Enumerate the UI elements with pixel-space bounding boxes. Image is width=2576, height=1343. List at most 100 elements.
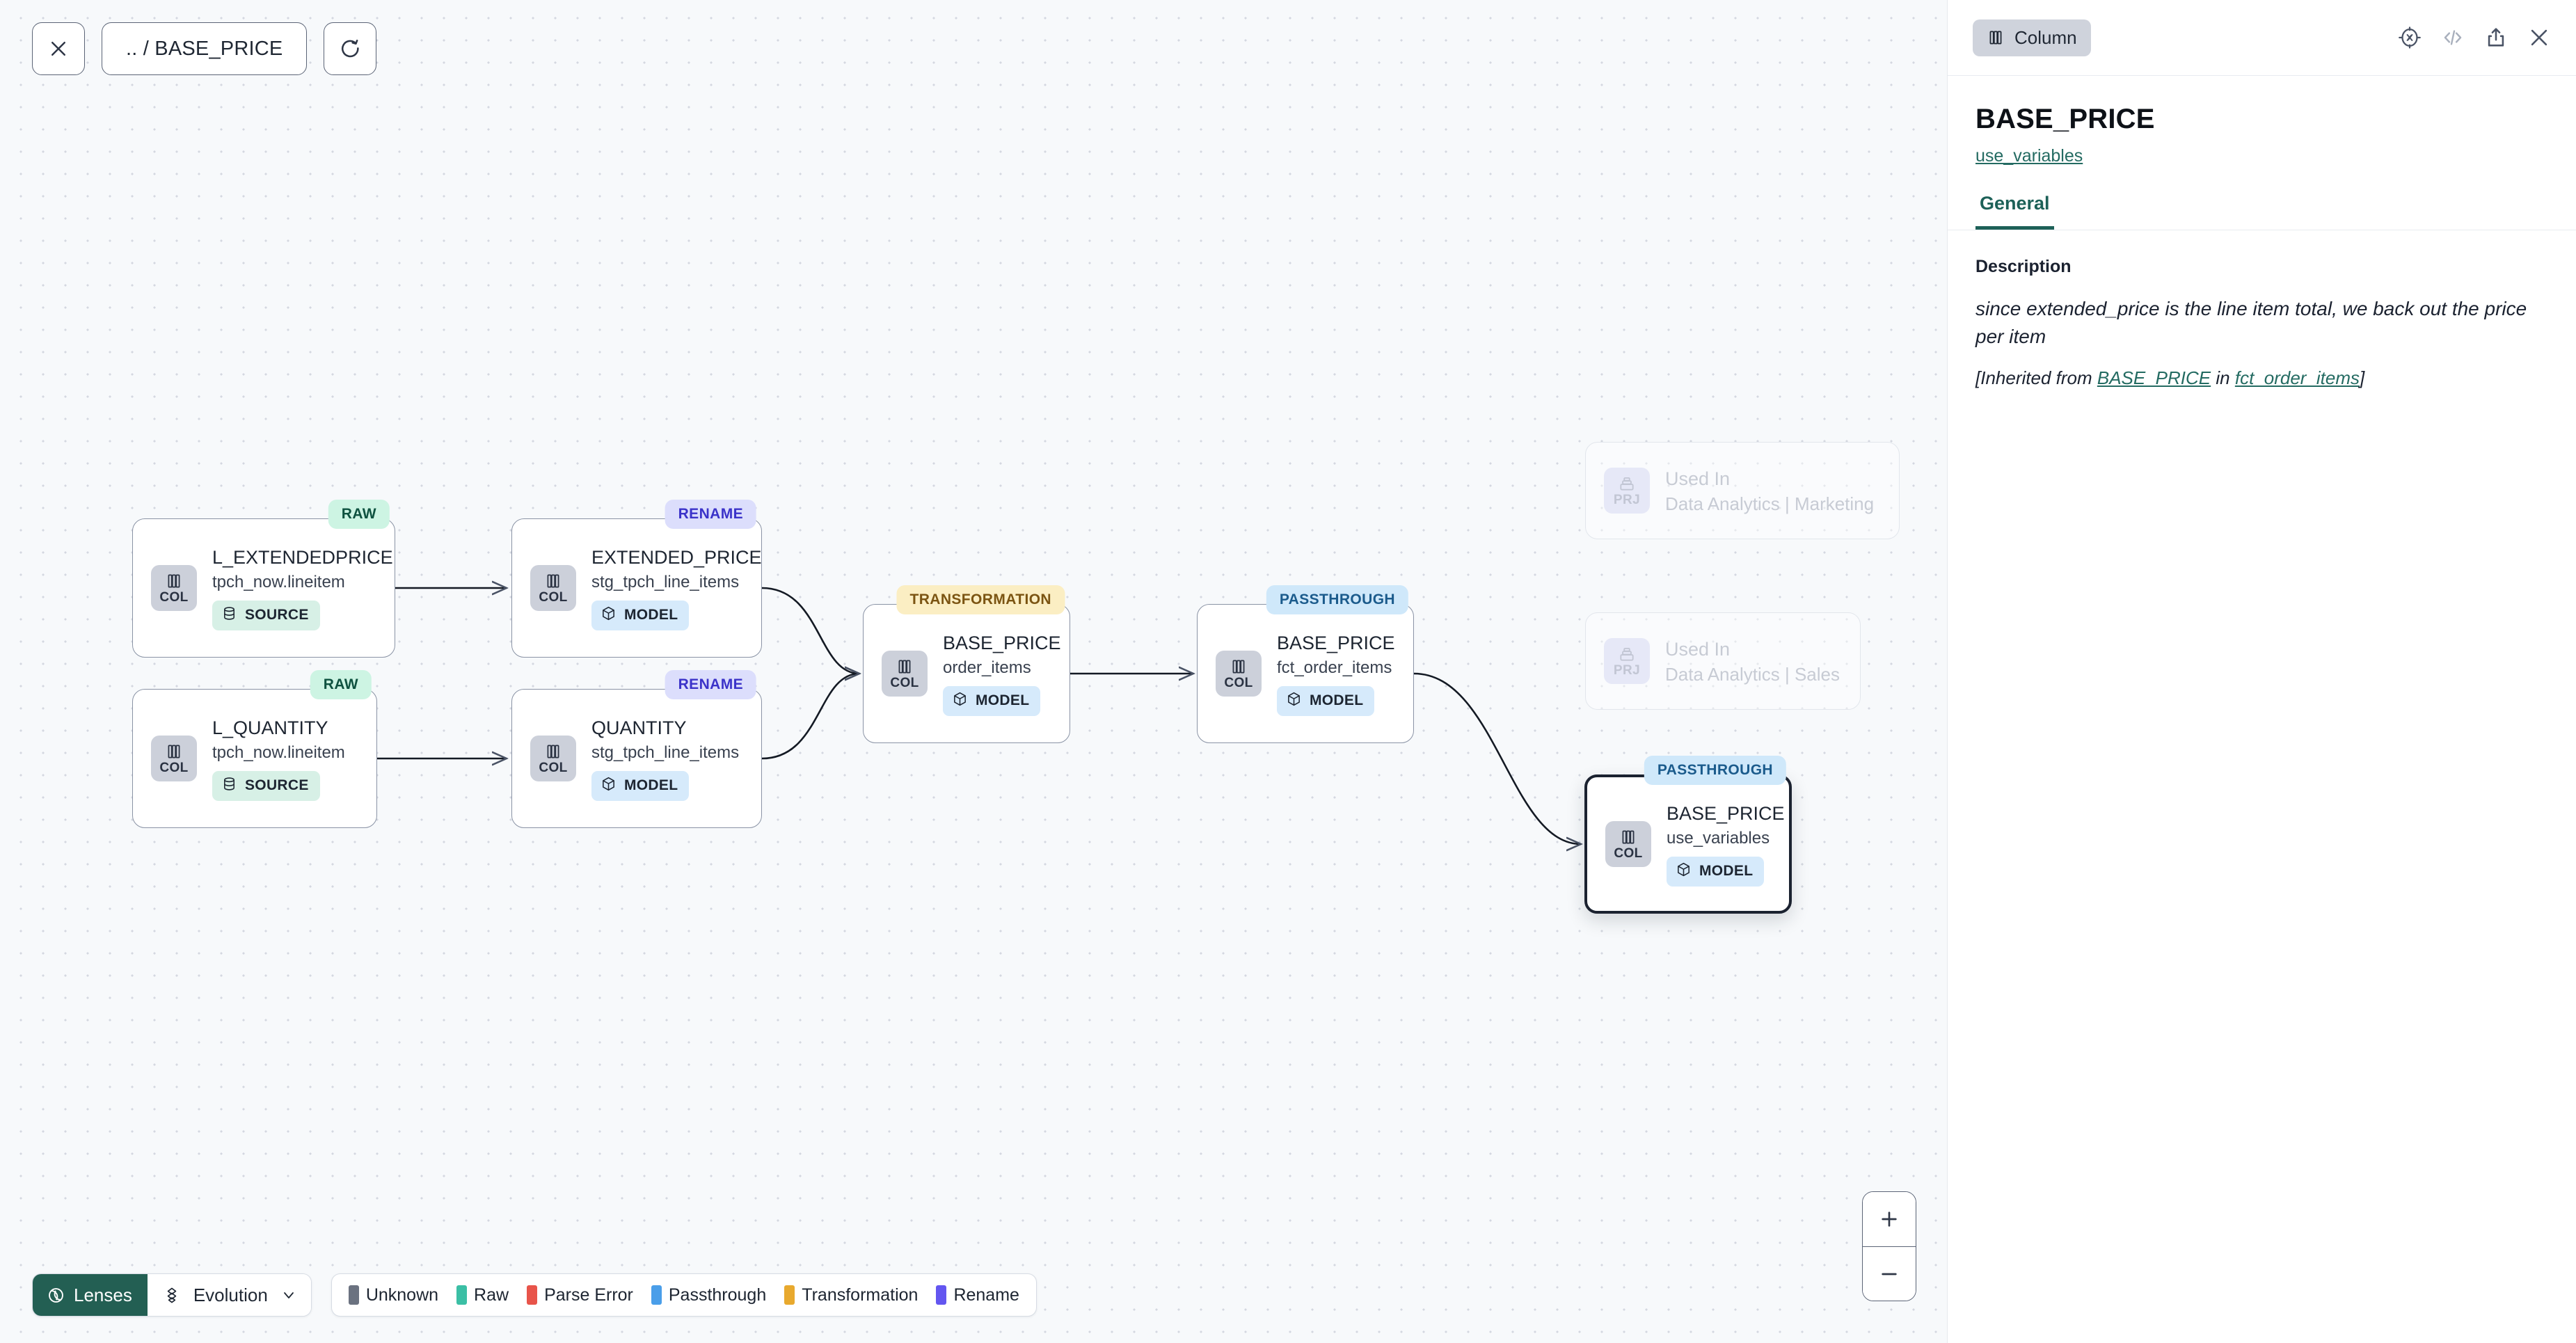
node-kind-label: MODEL [1310, 692, 1364, 709]
column-icon-badge: COL [530, 736, 576, 781]
node-subtitle: fct_order_items [1277, 658, 1392, 677]
project-icon-badge: PRJ [1604, 638, 1650, 684]
zoom-controls [1862, 1191, 1916, 1301]
ghost-node-used-in-marketing[interactable]: PRJ Used In Data Analytics | Marketing [1585, 442, 1900, 539]
share-icon[interactable] [2484, 26, 2508, 49]
column-icon [1619, 828, 1637, 846]
node-title: BASE_PRICE [1667, 803, 1785, 825]
ghost-node-body: Used In Data Analytics | Sales [1665, 637, 1840, 685]
ghost-icon-abbr: PRJ [1613, 663, 1641, 678]
node-icon-abbr: COL [1614, 846, 1643, 861]
node-type-tag-pass: PASSTHROUGH [1644, 756, 1786, 785]
legend-item[interactable]: Unknown [348, 1285, 438, 1305]
node-icon-abbr: COL [1224, 676, 1253, 690]
database-icon [221, 776, 237, 796]
lineage-node-base_price_fct_order_items[interactable]: COL BASE_PRICE fct_order_items MODEL [1197, 604, 1414, 743]
lineage-node-base_price_order_items[interactable]: COL BASE_PRICE order_items MODEL [863, 604, 1070, 743]
lens-icon [49, 1287, 63, 1303]
column-icon [896, 658, 914, 676]
column-icon [1230, 658, 1248, 676]
refresh-button[interactable] [324, 22, 377, 75]
node-type-tag-raw: RAW [328, 500, 390, 529]
inherited-model-link[interactable]: fct_order_items [2234, 367, 2360, 388]
panel-tabs: General [1948, 193, 2576, 230]
lenses-label: Lenses [74, 1284, 132, 1305]
ghost-node-body: Used In Data Analytics | Marketing [1665, 467, 1874, 514]
column-icon [1989, 31, 2002, 45]
lineage-node-l_quantity[interactable]: COL L_QUANTITY tpch_now.lineitem SOURCE [132, 689, 377, 828]
column-icon-badge: COL [151, 736, 197, 781]
node-body: QUANTITY stg_tpch_line_items MODEL [591, 716, 739, 801]
entity-type-label: Column [2014, 26, 2077, 48]
ghost-node-title: Used In [1665, 468, 1731, 489]
evolution-dropdown[interactable]: Evolution [147, 1274, 311, 1316]
inherited-mid: in [2211, 367, 2235, 388]
lineage-legend: Unknown Raw Parse Error Passthrough Tran… [331, 1273, 1037, 1317]
legend-item[interactable]: Raw [456, 1285, 509, 1305]
cube-icon [952, 691, 968, 711]
legend-item[interactable]: Rename [936, 1285, 1019, 1305]
code-icon[interactable] [2441, 26, 2465, 49]
node-type-tag-rename: RENAME [665, 670, 756, 699]
legend-item[interactable]: Transformation [784, 1285, 918, 1305]
ghost-node-title: Used In [1665, 638, 1731, 660]
close-button[interactable] [32, 22, 85, 75]
lineage-node-extended_price[interactable]: COL EXTENDED_PRICE stg_tpch_line_items M… [511, 518, 762, 658]
lineage-node-l_extendedprice[interactable]: COL L_EXTENDEDPRICE tpch_now.lineitem SO… [132, 518, 395, 658]
zoom-in-button[interactable] [1863, 1192, 1916, 1246]
legend-item[interactable]: Parse Error [527, 1285, 633, 1305]
ghost-node-used-in-sales[interactable]: PRJ Used In Data Analytics | Sales [1585, 612, 1861, 710]
lineage-node-quantity[interactable]: COL QUANTITY stg_tpch_line_items MODEL [511, 689, 762, 828]
entity-type-chip: Column [1973, 19, 2091, 56]
tab-general[interactable]: General [1975, 193, 2054, 230]
explore-icon[interactable] [2398, 26, 2422, 49]
inherited-prefix: [Inherited from [1975, 367, 2097, 388]
node-kind-label: MODEL [624, 607, 678, 623]
minus-icon [1882, 1273, 1897, 1275]
node-kind-badge: SOURCE [212, 770, 320, 801]
zoom-out-button[interactable] [1863, 1246, 1916, 1301]
node-type-tag-rename: RENAME [665, 500, 756, 529]
column-icon-badge: COL [1216, 651, 1262, 697]
canvas-toolbar: .. / BASE_PRICE [32, 22, 377, 75]
plus-icon [1882, 1211, 1897, 1227]
column-icon-badge: COL [530, 565, 576, 611]
node-subtitle: stg_tpch_line_items [591, 572, 740, 591]
panel-header: Column [1948, 0, 2576, 76]
parent-model-link[interactable]: use_variables [1975, 146, 2083, 166]
legend-item[interactable]: Passthrough [651, 1285, 766, 1305]
refresh-icon [342, 40, 360, 58]
details-panel: Column [1947, 0, 2576, 1343]
page-title: BASE_PRICE [1975, 104, 2155, 134]
legend-swatch [348, 1285, 359, 1305]
panel-title-section: BASE_PRICE use_variables [1948, 76, 2576, 166]
legend-label: Parse Error [544, 1285, 633, 1305]
legend-label: Raw [474, 1285, 509, 1305]
node-icon-abbr: COL [539, 761, 568, 775]
node-subtitle: tpch_now.lineitem [212, 572, 345, 591]
node-kind-label: SOURCE [245, 607, 309, 623]
close-icon[interactable] [2527, 26, 2551, 49]
lenses-button[interactable]: Lenses [33, 1274, 148, 1316]
lineage-canvas[interactable]: .. / BASE_PRICE [0, 0, 1947, 1343]
node-icon-abbr: COL [890, 676, 919, 690]
column-icon-badge: COL [151, 565, 197, 611]
node-kind-label: MODEL [624, 777, 678, 794]
node-title: BASE_PRICE [1277, 633, 1395, 654]
lenses-control: Lenses Evolution [32, 1273, 312, 1317]
breadcrumb[interactable]: .. / BASE_PRICE [102, 22, 308, 75]
ghost-icon-abbr: PRJ [1613, 493, 1641, 507]
legend-swatch [784, 1285, 795, 1305]
node-kind-badge: MODEL [1667, 856, 1765, 887]
inherited-column-link[interactable]: BASE_PRICE [2097, 367, 2211, 388]
cube-icon [1286, 691, 1302, 711]
node-icon-abbr: COL [159, 761, 189, 775]
node-body: BASE_PRICE use_variables MODEL [1667, 802, 1785, 887]
lineage-node-base_price_use_variables[interactable]: COL BASE_PRICE use_variables MODEL [1584, 774, 1792, 914]
node-title: QUANTITY [591, 717, 687, 739]
node-body: L_QUANTITY tpch_now.lineitem SOURCE [212, 716, 345, 801]
evolution-icon [167, 1287, 177, 1303]
node-kind-badge: MODEL [1277, 685, 1375, 716]
description-text: since extended_price is the line item to… [1975, 298, 2527, 347]
